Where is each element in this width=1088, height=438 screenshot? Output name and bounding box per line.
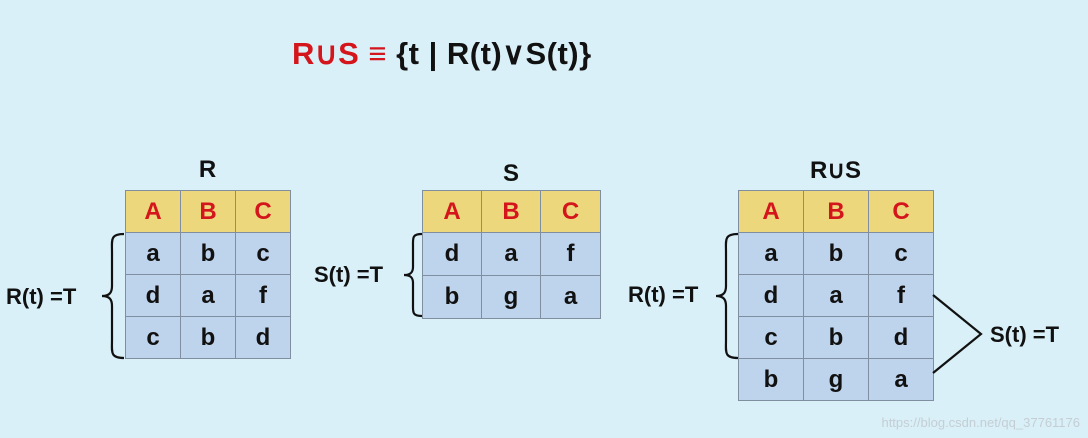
- table-union: A B C a b c d a f c b d b g a: [738, 190, 934, 401]
- union-r-true-label: R(t) =T: [628, 282, 699, 307]
- table-r-header-cell: B: [180, 190, 236, 233]
- union-r-true-brace-icon: [715, 232, 739, 360]
- table-cell: a: [481, 232, 541, 276]
- table-cell: d: [422, 232, 482, 276]
- table-s-header-cell: A: [422, 190, 482, 233]
- table-union-header-cell: B: [803, 190, 869, 233]
- table-row: c b d: [738, 316, 934, 359]
- table-union-header: A B C: [738, 190, 934, 233]
- formula-equiv: ≡: [368, 36, 387, 71]
- table-cell: a: [180, 274, 236, 317]
- r-true-brace-icon: [101, 232, 125, 360]
- table-cell: a: [803, 274, 869, 317]
- table-s-title: S: [502, 160, 519, 187]
- table-union-header-cell: C: [868, 190, 934, 233]
- table-row: d a f: [125, 274, 291, 317]
- watermark: https://blog.csdn.net/qq_37761176: [881, 415, 1080, 430]
- table-cell: d: [868, 316, 934, 359]
- s-true-brace-icon: [403, 232, 423, 318]
- table-cell: b: [180, 232, 236, 275]
- table-cell: b: [422, 275, 482, 319]
- table-cell: f: [540, 232, 601, 276]
- table-s-header-cell: C: [540, 190, 601, 233]
- table-row: d a f: [738, 274, 934, 317]
- table-cell: c: [235, 232, 291, 275]
- table-r-header-cell: A: [125, 190, 181, 233]
- table-cell: g: [803, 358, 869, 401]
- table-cell: d: [235, 316, 291, 359]
- formula: R∪S ≡ {t | R(t)∨S(t)}: [292, 36, 592, 72]
- table-cell: b: [738, 358, 804, 401]
- table-cell: f: [868, 274, 934, 317]
- table-cell: f: [235, 274, 291, 317]
- table-row: d a f: [422, 232, 601, 276]
- table-cell: c: [868, 232, 934, 275]
- formula-lhs: R∪S: [292, 36, 360, 71]
- table-cell: a: [540, 275, 601, 319]
- table-cell: b: [180, 316, 236, 359]
- table-union-header-cell: A: [738, 190, 804, 233]
- r-true-label: R(t) =T: [6, 284, 77, 309]
- table-s-header: A B C: [422, 190, 601, 233]
- table-r-title: R: [198, 156, 217, 183]
- table-cell: c: [738, 316, 804, 359]
- table-cell: d: [125, 274, 181, 317]
- table-row: b g a: [738, 358, 934, 401]
- table-cell: d: [738, 274, 804, 317]
- table-cell: b: [803, 232, 869, 275]
- table-cell: a: [738, 232, 804, 275]
- table-cell: b: [803, 316, 869, 359]
- table-r: A B C a b c d a f c b d: [125, 190, 291, 359]
- table-row: a b c: [125, 232, 291, 275]
- table-row: c b d: [125, 316, 291, 359]
- table-r-header-cell: C: [235, 190, 291, 233]
- union-s-true-label: S(t) =T: [990, 322, 1060, 347]
- table-union-title: R∪S: [810, 157, 861, 184]
- table-row: b g a: [422, 275, 601, 319]
- table-row: a b c: [738, 232, 934, 275]
- table-s-header-cell: B: [481, 190, 541, 233]
- table-r-header: A B C: [125, 190, 291, 233]
- table-s: A B C d a f b g a: [422, 190, 601, 319]
- table-cell: c: [125, 316, 181, 359]
- union-s-true-chevron-icon: [932, 294, 983, 374]
- s-true-label: S(t) =T: [314, 262, 384, 287]
- table-cell: g: [481, 275, 541, 319]
- formula-rhs: {t | R(t)∨S(t)}: [396, 36, 592, 71]
- table-cell: a: [125, 232, 181, 275]
- table-cell: a: [868, 358, 934, 401]
